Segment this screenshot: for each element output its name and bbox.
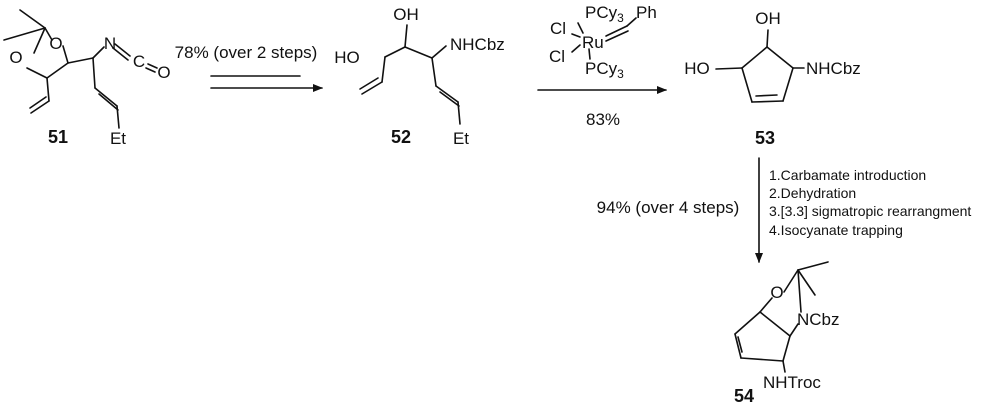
ethyl-label: Et: [110, 129, 126, 148]
nitrogen-label: N: [104, 34, 116, 53]
compound-52-bonds: [359, 24, 461, 125]
compound-number: 52: [391, 127, 411, 147]
chloride-label: Cl: [550, 19, 566, 38]
reaction-condition: 78% (over 2 steps): [175, 43, 318, 62]
reaction-arrow-3: 94% (over 4 steps) 1.Carbamate introduct…: [597, 157, 971, 263]
hydroxyl-label: HO: [334, 48, 360, 67]
ruthenium-label: Ru: [582, 33, 604, 52]
hydroxyl-label: OH: [755, 9, 781, 28]
pcy3-text: PCy: [585, 3, 618, 22]
carbon-label: C: [133, 52, 145, 71]
compound-52: OH HO NHCbz Et 52: [334, 5, 505, 148]
oxygen-label: O: [49, 34, 62, 53]
compound-number: 53: [755, 128, 775, 148]
compound-number: 51: [48, 127, 68, 147]
ncbz-label: NCbz: [797, 310, 840, 329]
nhcbz-label: NHCbz: [806, 59, 861, 78]
oxygen-label: O: [770, 283, 783, 302]
pcy3-label: PCy3: [585, 59, 624, 81]
reaction-yield: 83%: [586, 110, 620, 129]
ethyl-label: Et: [453, 129, 469, 148]
hydroxyl-label: HO: [684, 59, 710, 78]
catalyst-bonds: [571, 17, 637, 60]
pcy3-subscript: 3: [617, 11, 624, 25]
compound-number: 54: [734, 386, 754, 406]
reaction-yield: 94% (over 4 steps): [597, 198, 740, 217]
chloride-label: Cl: [549, 47, 565, 66]
nhtroc-label: NHTroc: [763, 373, 821, 392]
grubbs-catalyst: PCy3 Cl Ru Ph Cl PCy3: [549, 3, 657, 81]
phenyl-label: Ph: [636, 3, 657, 22]
step-label: 1.Carbamate introduction: [769, 167, 926, 183]
compound-54-bonds: [734, 261, 829, 373]
oxygen-label: O: [157, 63, 170, 82]
step-label: 2.Dehydration: [769, 185, 856, 201]
pcy3-text: PCy: [585, 59, 618, 78]
step-label: 3.[3.3] sigmatropic rearrangment: [769, 203, 971, 219]
compound-53-bonds: [715, 29, 805, 103]
compound-51-bonds: [3, 9, 158, 129]
compound-51: O O N C O Et 51: [3, 9, 171, 148]
pcy3-label: PCy3: [585, 3, 624, 25]
compound-53: OH HO NHCbz 53: [684, 9, 861, 148]
nhcbz-label: NHCbz: [450, 35, 505, 54]
hydroxyl-label: OH: [393, 5, 419, 24]
reaction-arrow-2: 83%: [537, 86, 667, 129]
oxygen-label: O: [9, 48, 22, 67]
reaction-arrow-1: 78% (over 2 steps): [175, 43, 323, 92]
compound-54: O NCbz NHTroc 54: [734, 261, 840, 406]
step-label: 4.Isocyanate trapping: [769, 222, 903, 238]
pcy3-subscript: 3: [617, 67, 624, 81]
